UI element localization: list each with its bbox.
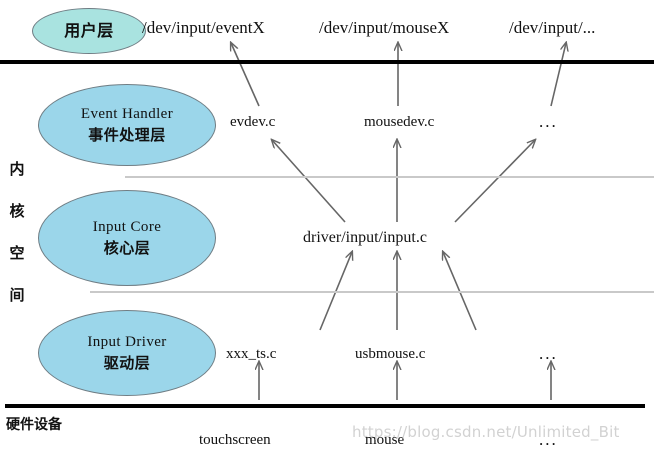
kernel-space-char-4: 间 bbox=[9, 286, 25, 304]
driver-node-dots: ... bbox=[539, 344, 558, 363]
input-core-ellipse: Input Core 核心层 bbox=[38, 190, 216, 286]
event-handler-ellipse: Event Handler 事件处理层 bbox=[38, 84, 216, 166]
handler-node-evdev: evdev.c bbox=[230, 114, 276, 130]
handler-core-divider-line bbox=[125, 176, 654, 178]
kernel-space-char-3: 空 bbox=[9, 244, 25, 262]
input-driver-ellipse-cn-label: 驱动层 bbox=[103, 354, 151, 372]
kernel-space-label: 内 核 空 间 bbox=[6, 148, 28, 316]
arrow-evdev-to-eventx bbox=[231, 43, 260, 107]
hardware-node-touchscreen: touchscreen bbox=[199, 432, 271, 448]
driver-node-xxx-ts: xxx_ts.c bbox=[226, 346, 277, 362]
device-node-mousex: /dev/input/mouseX bbox=[319, 18, 450, 37]
handler-node-dots: ... bbox=[539, 112, 558, 131]
hardware-node-dots: ... bbox=[539, 430, 558, 449]
handler-node-mousedev: mousedev.c bbox=[364, 114, 435, 130]
device-node-devdots: /dev/input/... bbox=[509, 18, 596, 37]
arrow-inputc-to-evdev bbox=[272, 140, 346, 223]
user-kernel-boundary-line bbox=[0, 60, 654, 64]
arrow-inputc-to-dots bbox=[454, 140, 535, 223]
core-node-input-c: driver/input/input.c bbox=[303, 229, 427, 246]
arrow-dots-to-devdots bbox=[550, 43, 566, 107]
event-handler-ellipse-en-label: Event Handler bbox=[80, 105, 174, 122]
event-handler-ellipse-cn-label: 事件处理层 bbox=[88, 126, 166, 144]
core-driver-divider-line bbox=[90, 291, 654, 293]
user-space-ellipse: 用户层 bbox=[32, 8, 146, 54]
device-node-eventx: /dev/input/eventX bbox=[142, 18, 265, 37]
input-driver-ellipse: Input Driver 驱动层 bbox=[38, 310, 216, 396]
input-core-ellipse-cn-label: 核心层 bbox=[103, 239, 151, 257]
input-core-ellipse-en-label: Input Core bbox=[92, 218, 162, 235]
kernel-space-char-1: 内 bbox=[9, 160, 25, 178]
user-space-ellipse-cn-label: 用户层 bbox=[64, 20, 114, 40]
hardware-devices-label: 硬件设备 bbox=[6, 417, 62, 433]
kernel-hardware-boundary-line bbox=[5, 404, 645, 408]
driver-node-usbmouse: usbmouse.c bbox=[355, 346, 426, 362]
input-driver-ellipse-en-label: Input Driver bbox=[87, 333, 167, 350]
watermark-text: https://blog.csdn.net/Unlimited_Bit bbox=[352, 423, 620, 441]
hardware-node-mouse: mouse bbox=[365, 432, 405, 448]
kernel-space-char-2: 核 bbox=[9, 202, 25, 220]
